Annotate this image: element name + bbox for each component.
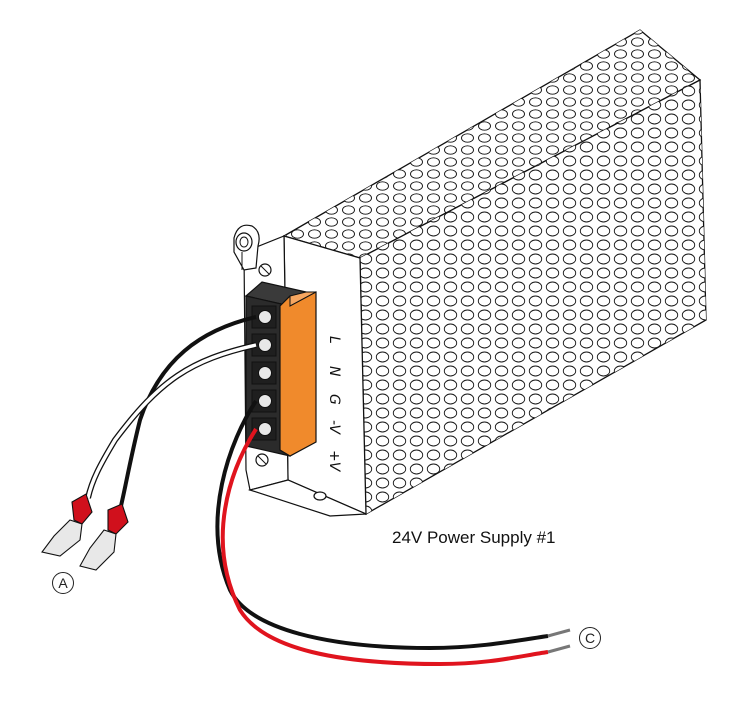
terminal-label-neg-v: -V [326, 420, 342, 435]
power-supply-caption: 24V Power Supply #1 [392, 528, 556, 547]
terminal-label-pos-v: +V [326, 450, 342, 473]
spade-connector-left [41, 493, 93, 557]
ac-input-wires [85, 315, 257, 511]
spade-connector-right [79, 503, 129, 571]
wire-stripped-end [547, 644, 571, 654]
terminal-label-l: L [326, 336, 342, 344]
terminal-screws [251, 305, 277, 441]
mount-hole [313, 491, 327, 501]
wire-stripped-end [547, 628, 571, 638]
terminal-label-g: G [326, 394, 342, 405]
mounting-tab [233, 224, 260, 271]
terminal-label-n: N [326, 366, 342, 377]
callout-c: C [579, 627, 601, 649]
callout-a: A [52, 572, 74, 594]
terminal-block [244, 281, 317, 457]
terminal-labels: L N G -V +V [326, 336, 342, 473]
dc-output-wires [215, 399, 571, 667]
terminal-cover [279, 291, 317, 457]
power-supply-housing [243, 29, 707, 517]
